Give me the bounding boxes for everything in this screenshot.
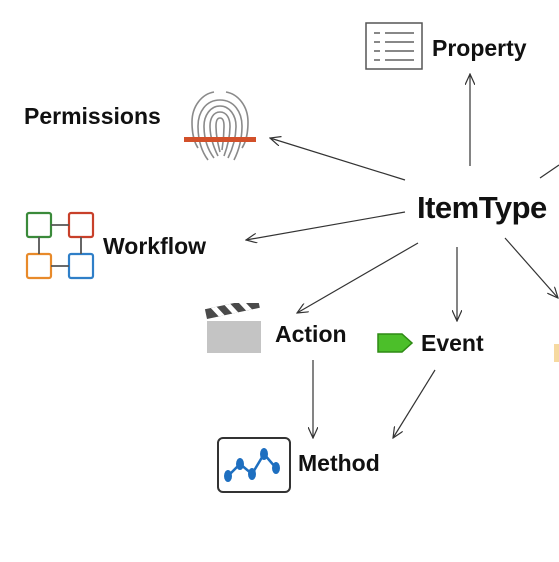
property-label: Property	[432, 35, 527, 61]
permissions-label: Permissions	[24, 103, 161, 129]
list-document-icon	[365, 22, 423, 70]
workflow-boxes-icon	[25, 211, 95, 280]
green-tag-icon	[377, 333, 414, 353]
workflow-label: Workflow	[103, 233, 207, 259]
arrow-offscreen-right	[504, 237, 558, 298]
arrow-to-permissions	[270, 138, 406, 181]
offscreen-icon-fragment	[554, 344, 559, 362]
arrow-offscreen-upper-right	[539, 164, 559, 179]
method-graph-icon	[217, 437, 291, 493]
arrow-event-to-method	[393, 369, 436, 438]
arrow-to-workflow	[246, 211, 406, 240]
clapperboard-icon	[204, 303, 261, 353]
fingerprint-icon	[184, 91, 256, 161]
event-label: Event	[421, 330, 484, 356]
arrow-to-action	[297, 242, 419, 313]
center-node-label: ItemType	[417, 190, 547, 225]
action-label: Action	[275, 321, 347, 347]
method-label: Method	[298, 450, 380, 476]
